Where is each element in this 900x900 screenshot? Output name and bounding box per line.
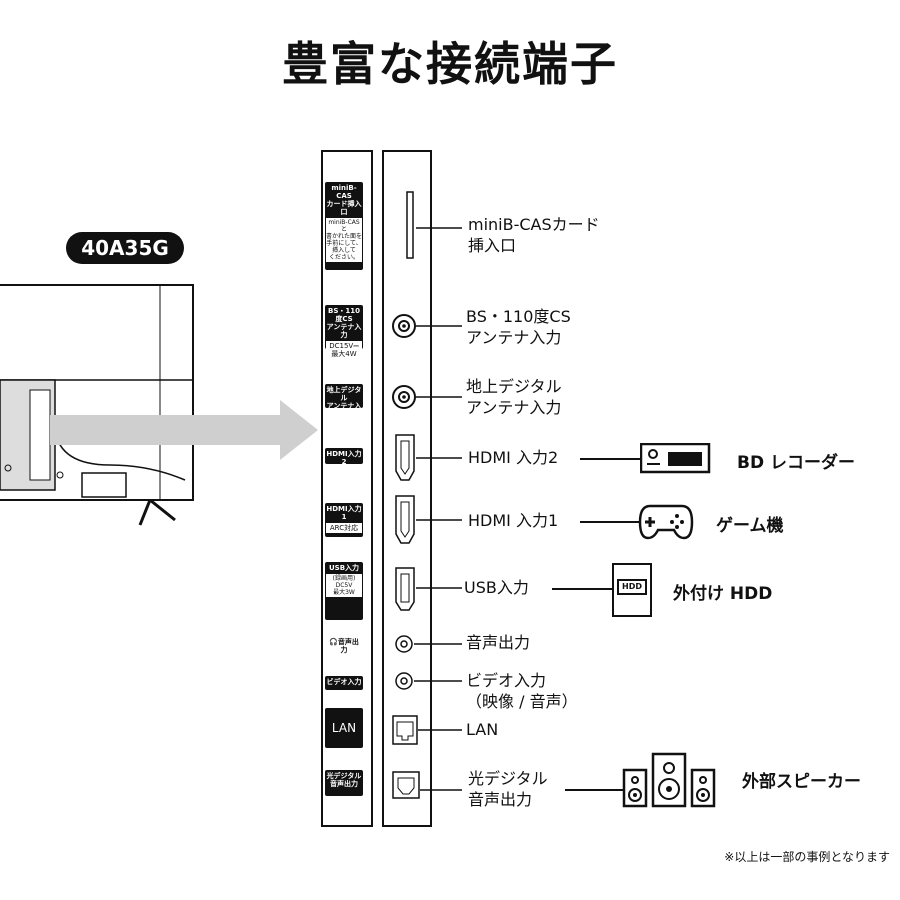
plate-subtext: (録画用) DC5V 最大3W — [326, 574, 362, 597]
arrow-right-icon — [50, 400, 318, 460]
label-lan: LAN — [466, 720, 499, 739]
plate-video-in: ビデオ入力 — [325, 676, 363, 690]
plate-hdmi1: HDMI入力1 ARC対応 — [325, 503, 363, 537]
hdd-lead-line — [552, 588, 612, 590]
plate-text: LAN — [331, 721, 357, 735]
plate-text: miniB-CAS カード挿入口 — [326, 184, 362, 216]
port-panel — [382, 150, 432, 827]
tv-back-illustration — [0, 284, 194, 526]
plate-subtext: ARC対応 — [326, 523, 362, 533]
label-hdmi1: HDMI 入力1 — [468, 511, 559, 530]
hdmi-port-icon — [395, 495, 415, 544]
bd-recorder-icon — [640, 443, 711, 474]
label-game-console: ゲーム機 — [716, 516, 784, 536]
plate-minibcas: miniB-CAS カード挿入口 miniB-CASと 書かれた面を 手前にして… — [325, 182, 363, 270]
label-hdmi2: HDMI 入力2 — [468, 448, 559, 467]
ports-and-leads — [392, 191, 462, 799]
card-slot-icon — [406, 191, 414, 259]
plate-hdmi2: HDMI入力2 — [325, 448, 363, 466]
plate-text: 音声出力 — [337, 638, 359, 654]
label-usb: USB入力 — [464, 578, 529, 597]
plate-text: 地上デジタル アンテナ入力 — [326, 386, 362, 418]
game-controller-icon — [638, 504, 694, 540]
bd-lead-line — [580, 458, 640, 460]
hdd-icon-text: HDD — [617, 579, 647, 595]
label-optical: 光デジタル 音声出力 — [468, 769, 548, 809]
label-minibcas: miniB-CASカード 挿入口 — [468, 215, 600, 255]
label-bs-cs: BS・110度CS アンテナ入力 — [466, 307, 571, 347]
plate-text: HDMI入力1 — [326, 505, 362, 521]
speaker-lead-line — [565, 789, 625, 791]
page-title: 豊富な接続端子 — [282, 37, 618, 91]
plate-text: ビデオ入力 — [326, 678, 362, 686]
label-bd-recorder: BD レコーダー — [737, 453, 855, 473]
label-external-speaker: 外部スピーカー — [742, 772, 861, 792]
plate-optical: 光デジタル 音声出力 — [325, 770, 363, 796]
plate-subtext: miniB-CASと 書かれた面を 手前にして、 挿入して ください。 — [326, 218, 363, 262]
hdd-icon: HDD — [612, 563, 652, 617]
plate-audio-out: 🎧音声出力 — [325, 636, 363, 654]
plate-text: HDMI入力2 — [326, 450, 362, 466]
headphone-icon: 🎧 — [329, 638, 338, 646]
game-lead-line — [580, 521, 640, 523]
plate-bs-cs: BS・110度CS アンテナ入力 DC15V⎓ 最大4W — [325, 305, 363, 359]
label-audio-out: 音声出力 — [466, 633, 531, 652]
plate-text: BS・110度CS アンテナ入力 — [326, 307, 362, 339]
speakers-icon — [622, 752, 716, 808]
plate-text: 光デジタル 音声出力 — [326, 772, 362, 788]
model-badge: 40A35G — [66, 232, 184, 264]
plate-lan: LAN — [325, 708, 363, 748]
label-terrestrial: 地上デジタル アンテナ入力 — [466, 377, 562, 417]
label-video-in: ビデオ入力 （映像 / 音声） — [466, 671, 578, 711]
plate-usb: USB入力 (録画用) DC5V 最大3W — [325, 562, 363, 620]
label-external-hdd: 外付け HDD — [673, 584, 773, 604]
plate-subtext: DC15V⎓ 最大4W — [326, 341, 362, 359]
plate-terrestrial: 地上デジタル アンテナ入力 — [325, 384, 363, 418]
plate-text: USB入力 — [328, 564, 360, 572]
footnote: ※以上は一部の事例となります — [724, 850, 890, 864]
